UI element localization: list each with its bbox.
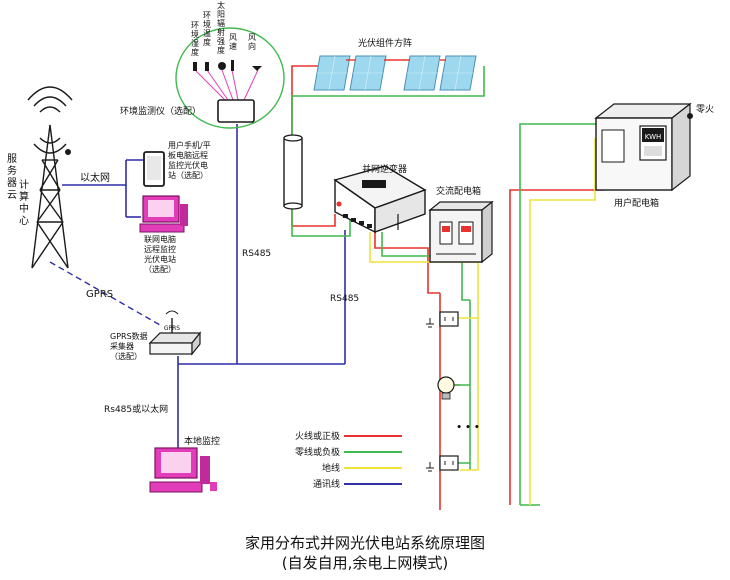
legend: 火线或正极 零线或负极 地线 通讯线: [295, 430, 402, 490]
sensor-probes-icon: [193, 60, 262, 71]
ground-symbol-icon-1: [426, 318, 434, 328]
pc-monitor-line-2: 远程监控: [144, 244, 176, 254]
gprs-collector-line-2: 采集器: [110, 341, 134, 351]
ac-box-label: 交流配电箱: [436, 185, 481, 197]
inverter-icon: [333, 165, 427, 234]
gprs-label: GPRS: [86, 289, 113, 300]
remote-pc-icon: [139, 195, 188, 233]
legend-label-neutral: 零线或负极: [295, 446, 340, 458]
gprs-collector-line-1: GPRS数据: [110, 331, 148, 341]
env-monitor-device: [217, 99, 255, 123]
sensor-leads: [194, 69, 259, 101]
sensor-label-4: 风速: [229, 33, 237, 51]
pv-array-label: 光伏组件方阵: [358, 37, 412, 49]
gprs-wireless-link: [49, 261, 161, 326]
sensor-group-outline: [175, 27, 285, 129]
socket-icon-2: [439, 455, 459, 471]
phone-monitor-line-4: 站（选配）: [168, 170, 208, 180]
local-monitor-label: 本地监控: [184, 435, 220, 447]
server-center-label-cont: 计算中心: [19, 178, 29, 227]
earth-wires: [369, 138, 596, 505]
socket-icon-1: [439, 311, 459, 327]
more-loads-ellipsis: • • •: [456, 423, 480, 433]
user-distribution-box-icon: [594, 102, 692, 192]
rs485-ethernet-label: Rs485或以太网: [104, 403, 168, 415]
pc-monitor-line-1: 联网电脑: [144, 234, 176, 244]
legend-label-earth: 地线: [322, 462, 340, 474]
gprs-antenna-label: GPRS: [164, 325, 180, 332]
dc-combiner-icon: [283, 134, 303, 210]
server-center-label: 服务器云: [7, 153, 17, 201]
rs485-label-b: RS485: [330, 294, 359, 304]
phone-monitor-line-2: 板电脑远程: [168, 150, 208, 160]
gprs-collector-line-3: （选配）: [110, 351, 142, 361]
lamp-icon: [437, 376, 455, 400]
diagram-subtitle: (自发自用,余电上网模式): [282, 554, 448, 572]
pc-monitor-line-4: （选配）: [144, 264, 176, 274]
pv-panel-icons: [313, 55, 477, 91]
phone-monitor-line-3: 监控光伏电: [168, 160, 208, 170]
ethernet-label: 以太网: [80, 171, 110, 184]
communication-wires: [62, 124, 346, 470]
legend-label-live: 火线或正极: [295, 430, 340, 442]
live-wires: [291, 65, 610, 510]
user-box-label: 用户配电箱: [614, 197, 659, 209]
diagram-title: 家用分布式并网光伏电站系统原理图: [245, 534, 485, 552]
meter-label: KWH: [645, 133, 662, 141]
tower-node-icon: [65, 149, 71, 155]
sensor-label-2: 环境温度: [203, 11, 211, 47]
neutral-live-node-icon: [687, 113, 693, 119]
sensor-label-3: 太阳辐射强度: [217, 0, 225, 55]
local-monitor-pc-icon: [149, 447, 217, 493]
inverter-label: 并网逆变器: [362, 163, 407, 175]
phone-monitor-line-1: 用户手机/平: [168, 140, 211, 150]
tablet-icon: [143, 151, 165, 187]
neutral-wires: [291, 66, 614, 506]
ac-distribution-box-icon: [428, 200, 494, 264]
rs485-label-a: RS485: [242, 249, 271, 259]
neutral-live-label: 零火: [696, 104, 714, 115]
server-tower-icon: [27, 86, 73, 269]
sensor-label-5: 风向: [248, 33, 256, 51]
pc-monitor-line-3: 光伏电站: [144, 254, 176, 264]
ground-symbol-icon-2: [426, 462, 434, 472]
legend-label-comm: 通讯线: [313, 478, 340, 490]
gprs-collector-icon: [148, 310, 202, 356]
env-monitor-label: 环境监测仪（选配）: [120, 105, 201, 117]
sensor-label-1: 环境湿度: [191, 21, 199, 57]
